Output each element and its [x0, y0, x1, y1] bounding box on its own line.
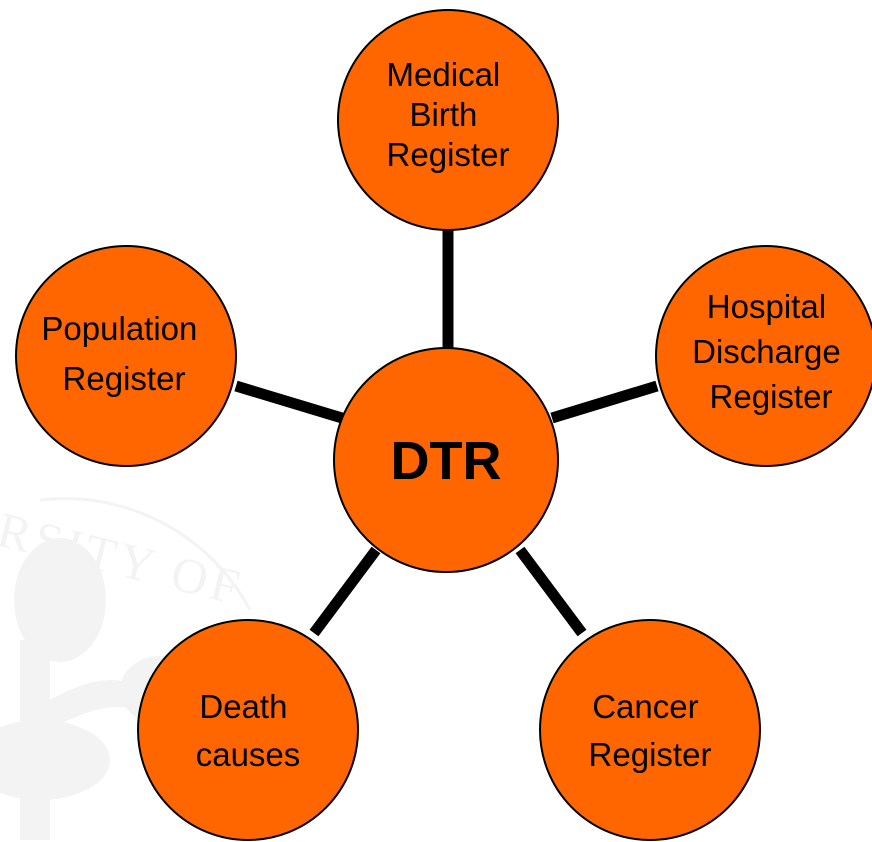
connector-hospital-discharge	[550, 380, 659, 424]
center-circle	[333, 347, 559, 573]
node-circle	[15, 245, 237, 467]
node-death-causes: Death causes	[137, 619, 359, 841]
node-circle	[337, 9, 559, 231]
connectors	[234, 230, 659, 637]
center-label: DTR	[391, 431, 502, 491]
node-dtr-center: DTR	[333, 347, 559, 573]
connector-population	[234, 380, 344, 424]
connector-death-causes	[309, 546, 381, 637]
node-circle	[539, 619, 761, 841]
node-label: Medical Birth Register	[387, 56, 510, 173]
watermark-ring	[39, 497, 252, 611]
node-label: Death causes	[196, 688, 301, 773]
node-medical-birth-register: Medical Birth Register	[337, 9, 559, 231]
node-circle	[137, 619, 359, 841]
connector-cancer	[515, 546, 587, 637]
node-cancer-register: Cancer Register	[539, 619, 761, 841]
node-label: Population Register	[41, 310, 206, 397]
node-hospital-discharge-register: Hospital Discharge Register	[655, 245, 872, 467]
node-label: Hospital Discharge Register	[692, 288, 850, 415]
node-population-register: Population Register	[15, 245, 237, 467]
node-circle	[655, 245, 872, 467]
node-label: Cancer Register	[589, 688, 712, 773]
